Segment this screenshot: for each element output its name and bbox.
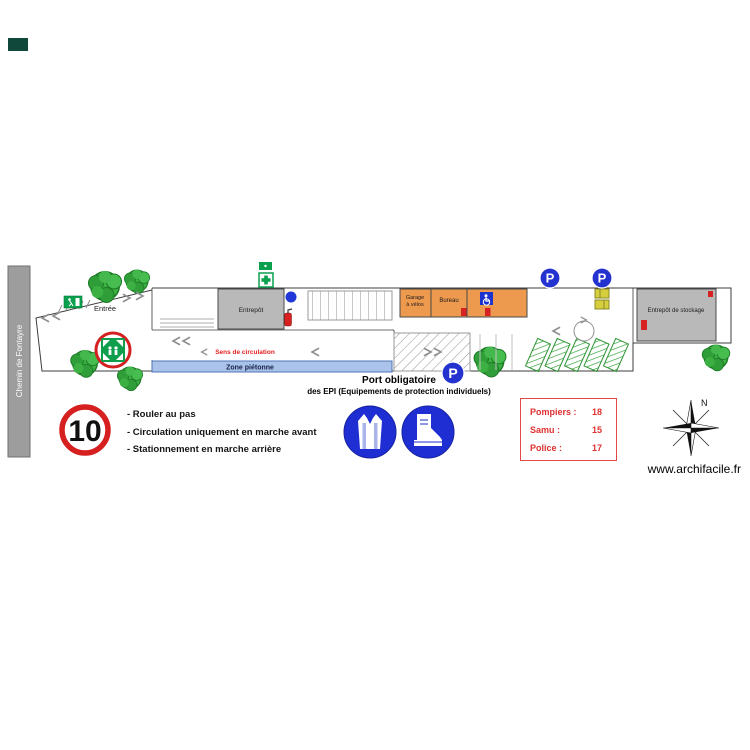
room-entrepot: Entrepôt <box>217 288 285 330</box>
epi-notice-line1: Port obligatoire <box>362 375 436 386</box>
lockers <box>594 288 610 310</box>
entrance-label: Entrée <box>94 304 116 313</box>
road: Chemin de Fontayre <box>7 265 31 458</box>
direction-arrow-icon <box>182 336 191 346</box>
direction-arrow-icon <box>200 348 208 356</box>
parking-letter: P <box>546 271 555 286</box>
parking-sign: P <box>539 267 561 289</box>
rule-item: - Rouler au pas <box>127 409 196 420</box>
room-garage-label-1: Garage <box>406 295 424 301</box>
website-credit: www.archifacile.fr <box>647 462 741 476</box>
epi-notice: Port obligatoire des EPI (Equipements de… <box>249 375 549 396</box>
direction-arrow-icon <box>41 313 50 323</box>
compass-north-label: N <box>701 398 708 408</box>
ramp-lines <box>160 318 214 328</box>
room-bureau-label: Bureau <box>439 298 458 304</box>
zone-pietonne-label: Zone piétonne <box>226 365 274 372</box>
tree-icon <box>87 270 123 304</box>
emergency-number: 15 <box>591 425 602 435</box>
safety-boot-sign <box>401 405 455 459</box>
parking-dividers <box>479 334 513 370</box>
room-stockage: Entrepôt de stockage <box>636 288 717 342</box>
parking-sign: P <box>441 361 465 385</box>
dark-green-marker <box>8 38 28 51</box>
site-rules: - Rouler au pas - Circulation uniquement… <box>127 409 317 462</box>
blue-marker-icon <box>285 291 297 303</box>
emergency-number: 18 <box>591 407 602 417</box>
tree-icon <box>123 268 151 295</box>
direction-arrow-icon <box>552 326 561 336</box>
roundabout <box>573 316 595 342</box>
tree-icon <box>473 345 507 378</box>
emergency-row: Samu : 15 <box>521 425 616 435</box>
emergency-row: Pompiers : 18 <box>521 407 616 417</box>
extinguisher-marker-icon <box>461 308 467 316</box>
direction-arrow-icon <box>135 291 144 301</box>
speed-limit-value: 10 <box>68 415 101 448</box>
room-entrepot-label: Entrepôt <box>239 307 264 314</box>
tree-icon <box>701 343 731 372</box>
extinguisher-marker-icon <box>641 320 647 330</box>
emergency-exit-icon <box>63 295 83 309</box>
extinguisher-marker-icon <box>708 291 713 297</box>
emergency-row: Police : 17 <box>521 443 616 453</box>
emergency-label: Pompiers : <box>530 407 577 417</box>
rule-item: - Circulation uniquement en marche avant <box>127 426 317 438</box>
parking-letter: P <box>448 365 457 381</box>
assembly-point-sign <box>94 331 132 369</box>
extinguisher-marker-icon <box>485 308 491 316</box>
epi-notice-line2: des EPI (Equipements de protection indiv… <box>307 387 491 396</box>
compass-rose-icon: N <box>662 398 720 457</box>
road-label: Chemin de Fontayre <box>15 324 24 397</box>
green-parking-spots <box>524 337 630 373</box>
room-garage-label-2: à vélos <box>406 302 424 308</box>
room-stockage-label: Entrepôt de stockage <box>648 308 705 314</box>
sens-circulation-label: Sens de circulation <box>215 349 275 356</box>
safety-vest-sign <box>343 405 397 459</box>
first-aid-sign <box>258 262 274 288</box>
emergency-numbers-box: Pompiers : 18 Samu : 15 Police : 17 <box>520 398 617 461</box>
rooms-orange: Garage à vélos Bureau <box>399 288 528 318</box>
direction-arrow-icon <box>311 347 320 357</box>
stairs-walkway <box>307 290 393 321</box>
parking-sign: P <box>591 267 613 289</box>
direction-arrow-icon <box>172 336 181 346</box>
fire-extinguisher-icon <box>284 308 293 327</box>
wheelchair-icon <box>480 292 493 306</box>
site-boundary <box>35 287 732 372</box>
zone-pietonne: Zone piétonne <box>151 360 393 373</box>
parking-letter: P <box>598 271 607 286</box>
rule-item: - Stationnement en marche arrière <box>127 444 282 455</box>
emergency-label: Samu : <box>530 425 561 435</box>
tree-icon <box>116 365 144 392</box>
emergency-number: 17 <box>591 443 602 453</box>
emergency-label: Police : <box>530 443 563 453</box>
speed-limit-sign: 10 <box>59 404 111 456</box>
